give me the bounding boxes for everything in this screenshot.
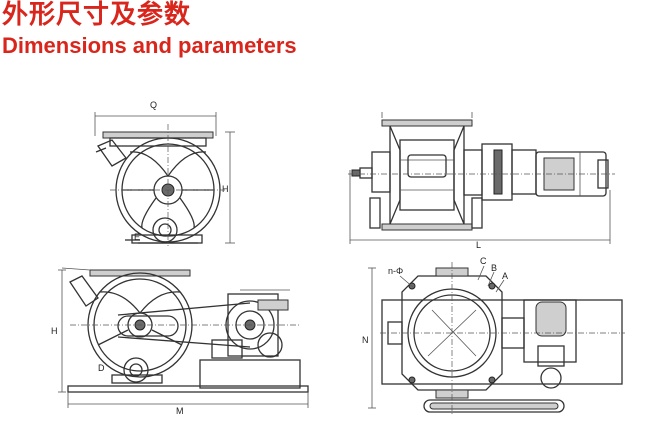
label-m: M (176, 406, 184, 416)
label-q: Q (150, 100, 157, 110)
title-chinese: 外形尺寸及参数 (2, 0, 192, 30)
title-english: Dimensions and parameters (2, 33, 297, 58)
label-h-top: H (222, 184, 229, 194)
label-c: C (480, 256, 487, 266)
label-d: D (98, 363, 105, 373)
label-l: L (476, 240, 481, 250)
side-view-valve: L (348, 112, 615, 250)
label-b: B (491, 263, 497, 273)
front-view-valve: Q H E (94, 100, 235, 246)
label-n-phi: n-Φ (388, 266, 403, 276)
label-e: E (134, 232, 140, 242)
label-n: N (362, 335, 369, 345)
top-view: N n-Φ C B A (362, 256, 625, 415)
label-h-bottom: H (51, 326, 58, 336)
label-a: A (502, 271, 508, 281)
front-view-drive: H D M (51, 267, 309, 416)
